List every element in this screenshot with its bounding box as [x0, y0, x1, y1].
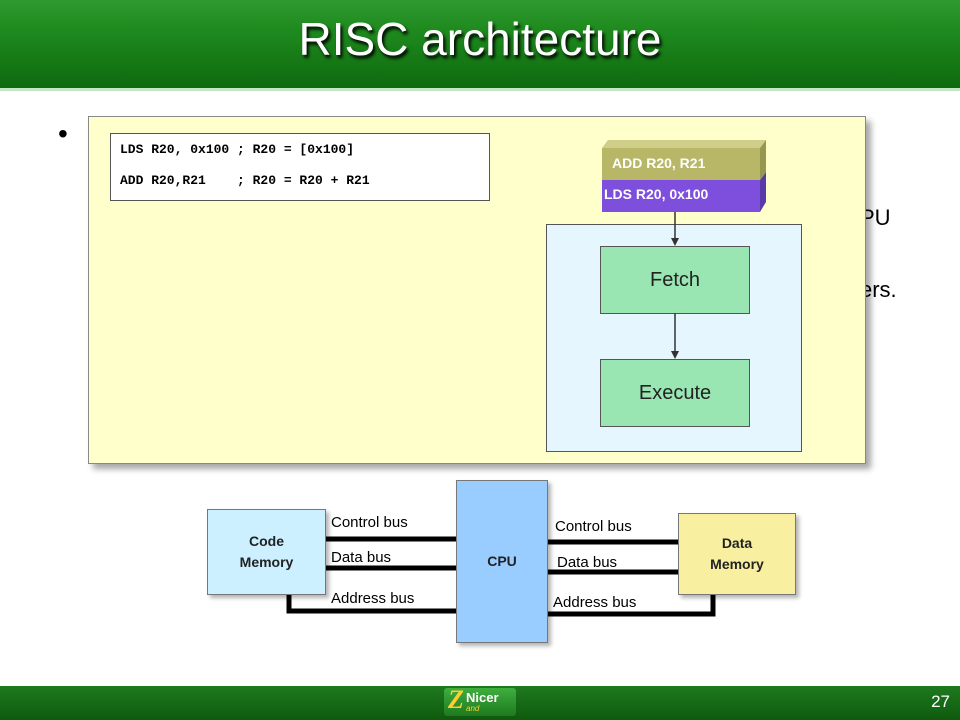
- data-bus-right-label: Data bus: [557, 554, 618, 571]
- address-bus-left-line: [286, 594, 456, 614]
- queue-top-label: ADD R20, R21: [612, 155, 706, 171]
- arrowhead: [671, 238, 679, 246]
- fetch-label: Fetch: [649, 268, 701, 291]
- nicerland-logo: Z Nicer and: [444, 685, 516, 716]
- cpu-label: CPU: [487, 553, 517, 569]
- instruction-queue: [602, 140, 766, 212]
- address-bus-right-line: [548, 594, 716, 617]
- control-bus-right-label: Control bus: [555, 518, 632, 535]
- data-memory-label: Memory: [710, 556, 764, 572]
- queue-bottom-side: [760, 172, 766, 212]
- body-text-fragment: ers.: [860, 277, 897, 302]
- code-memory-label: Memory: [239, 554, 294, 570]
- bullet-dot: •: [58, 118, 68, 149]
- page-number: 27: [931, 692, 950, 711]
- slide-title: RISC architecture: [298, 13, 662, 65]
- code-listing: LDS R20, 0x100 ; R20 = [0x100] ADD R20,R…: [110, 133, 490, 201]
- queue-top-lid: [602, 140, 766, 148]
- queue-bottom-label: LDS R20, 0x100: [604, 186, 709, 202]
- data-bus-left-label: Data bus: [331, 549, 392, 566]
- control-bus-left-label: Control bus: [331, 514, 408, 531]
- queue-bottom-front: [602, 180, 760, 212]
- address-bus-left-label: Address bus: [331, 590, 415, 607]
- fetch-stage: Fetch: [600, 246, 750, 314]
- execute-label: Execute: [638, 381, 712, 404]
- address-bus-right-label: Address bus: [553, 594, 637, 611]
- queue-top-front: [602, 148, 760, 180]
- code-line: LDS R20, 0x100 ; R20 = [0x100]: [120, 142, 355, 157]
- logo-word: and: [466, 704, 480, 713]
- logo-z-glyph: Z: [448, 685, 464, 714]
- cpu-block: CPU: [456, 480, 548, 643]
- title-bar: [0, 0, 960, 88]
- logo-word: Nicer: [466, 690, 499, 705]
- execute-stage: Execute: [600, 359, 750, 427]
- data-memory-label: Data: [721, 535, 753, 551]
- title-underline: [0, 88, 960, 91]
- code-memory-label: Code: [249, 533, 284, 549]
- arrowhead: [671, 351, 679, 359]
- queue-top-side: [760, 140, 766, 180]
- code-line: ADD R20,R21 ; R20 = R20 + R21: [120, 173, 370, 188]
